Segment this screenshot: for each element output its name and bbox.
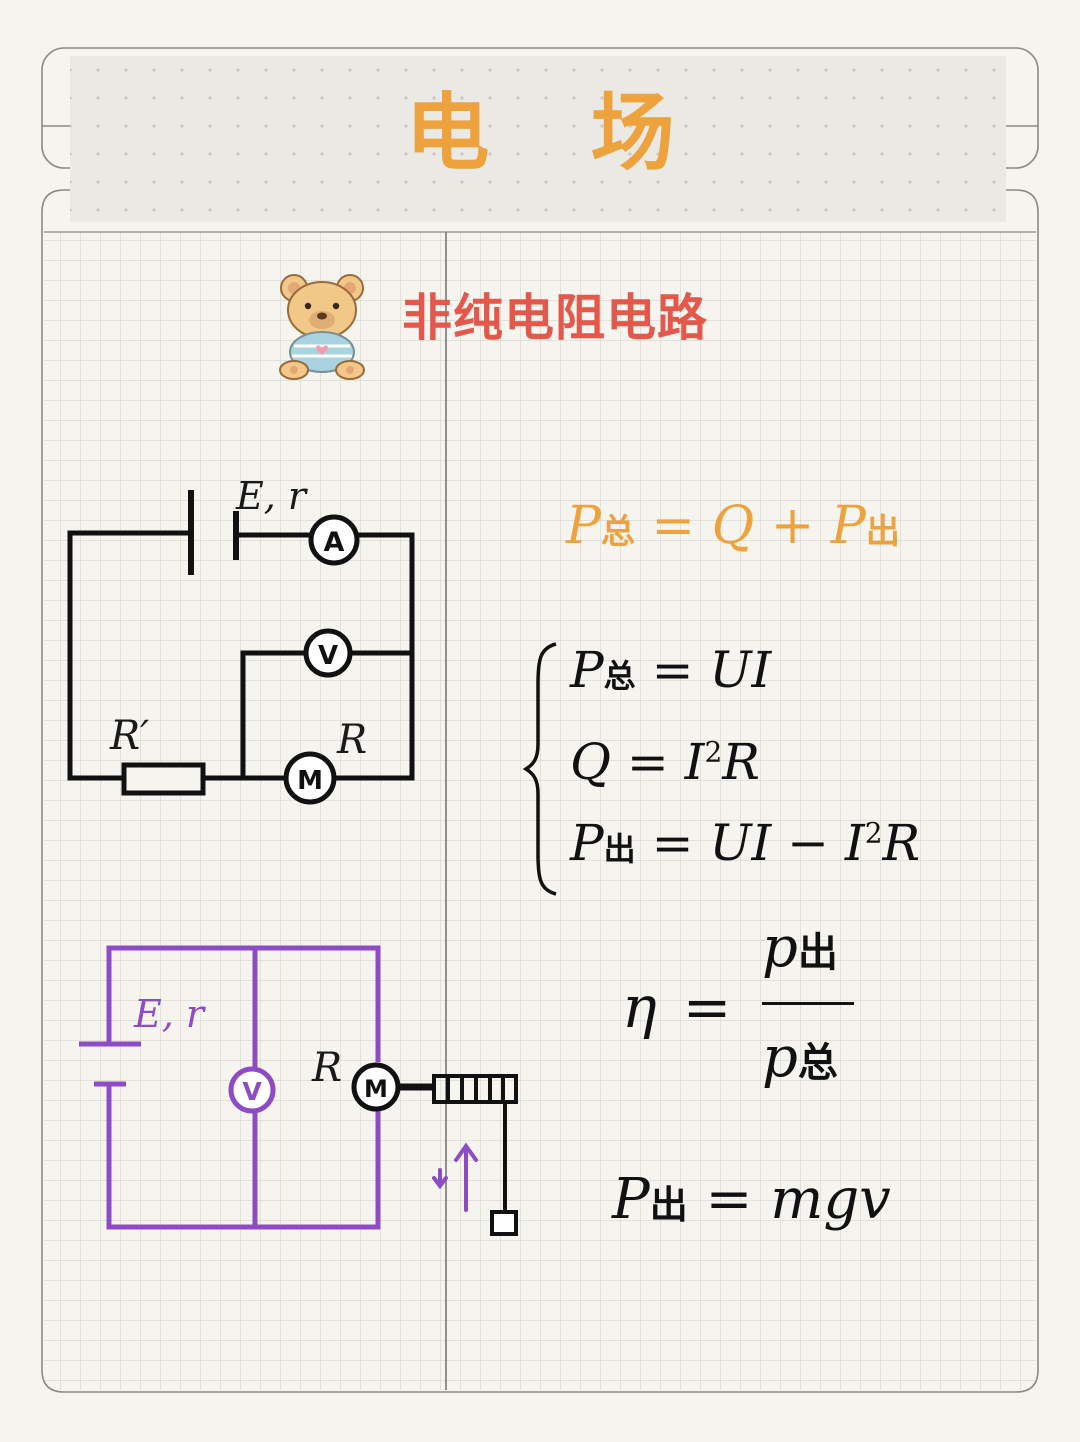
formula-mechanical-power: P出 = mgv [612, 1167, 891, 1232]
circuit1-wire-left [67, 530, 194, 781]
formula-heat: Q = I2R [570, 733, 760, 791]
circuit2-motor: M [351, 1062, 436, 1112]
circuit2-source-label: E, r [134, 992, 205, 1036]
circuit1-voltmeter-label: V [318, 641, 338, 671]
circuit2-up-arrow-icon [432, 1142, 478, 1212]
circuit2-load-block [490, 1210, 518, 1236]
efficiency-fraction-bar [762, 1002, 854, 1005]
circuit2-voltmeter-label: V [242, 1077, 262, 1106]
formula-power-balance: P总 = Q + P出 [566, 496, 900, 556]
circuit1-resistor [121, 762, 206, 796]
circuit1-wire-branch [240, 650, 415, 781]
circuit1-motor-label-r: R [337, 717, 368, 763]
circuit1-voltmeter: V [303, 628, 353, 678]
circuit2-motor-label: M [364, 1075, 388, 1103]
efficiency-numerator: p出 [762, 915, 838, 980]
page-title: 电 场 [405, 84, 711, 182]
circuit1-resistor-label: R′ [110, 713, 150, 759]
circuit1-source-label: E, r [236, 474, 307, 518]
section-title: 非纯电阻电路 [402, 289, 708, 347]
formula-output-power: P出 = UI − I2R [570, 814, 921, 872]
circuit2-wire-outer [106, 945, 381, 1230]
formula-efficiency: η= [622, 973, 732, 1041]
circuit2-motor-label-r: R [312, 1045, 343, 1091]
circuit1-motor: M [283, 751, 337, 805]
system-brace [522, 642, 557, 896]
formula-total-power: P总 = UI [570, 641, 772, 699]
circuit1-motor-label: M [297, 766, 323, 796]
circuit2-voltmeter: V [228, 1066, 276, 1114]
circuit1-ammeter-label: A [324, 527, 345, 558]
teddy-bear-icon [279, 274, 365, 380]
efficiency-denominator: p总 [762, 1025, 838, 1090]
circuit1-ammeter: A [308, 514, 360, 566]
circuit2-winch-drum [432, 1074, 518, 1104]
